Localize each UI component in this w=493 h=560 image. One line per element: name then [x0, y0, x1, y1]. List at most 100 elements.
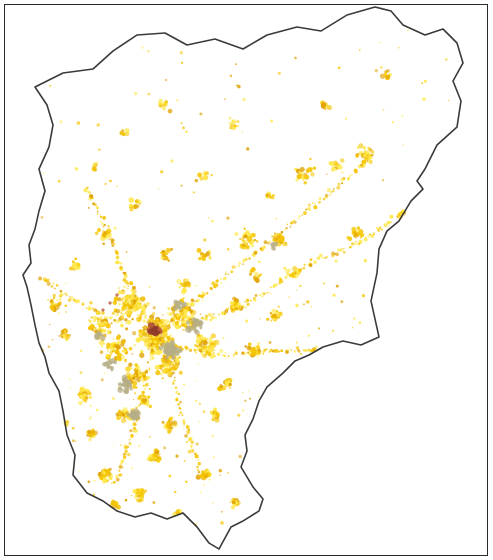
settlement-dot	[253, 238, 256, 242]
settlement-dot	[53, 287, 56, 290]
settlement-dot	[399, 211, 403, 215]
settlement-dot	[137, 494, 140, 498]
settlement-dot	[71, 426, 75, 430]
settlement-dot	[60, 329, 65, 334]
settlement-dot	[203, 238, 207, 242]
settlement-dot	[72, 439, 75, 443]
settlement-dot	[244, 239, 247, 242]
settlement-dot	[223, 276, 227, 281]
settlement-dot	[198, 320, 204, 326]
settlement-dot	[185, 320, 191, 325]
settlement-dot	[386, 221, 390, 224]
settlement-dot	[261, 294, 264, 298]
settlement-dot	[342, 178, 345, 181]
settlement-dot	[69, 296, 71, 298]
settlement-dot	[195, 324, 199, 328]
settlement-dot	[102, 225, 105, 228]
settlement-dot	[212, 354, 216, 358]
settlement-dot	[135, 337, 141, 343]
settlement-dot	[270, 119, 274, 123]
settlement-dot	[242, 409, 245, 412]
settlement-dot	[74, 167, 79, 171]
settlement-dot	[141, 46, 144, 49]
settlement-dot	[194, 178, 199, 183]
settlement-dot	[373, 232, 375, 234]
settlement-dot	[193, 300, 196, 303]
settlement-dot	[199, 176, 204, 181]
settlement-dot	[236, 503, 238, 506]
settlement-dot	[109, 237, 112, 240]
settlement-dot	[151, 344, 156, 349]
settlement-dot	[326, 173, 328, 175]
settlement-dot	[134, 306, 137, 310]
settlement-dot	[149, 351, 153, 355]
settlement-dot	[99, 323, 103, 327]
settlement-dot	[292, 219, 296, 222]
settlement-dot	[212, 313, 215, 316]
settlement-dot	[235, 350, 237, 352]
settlement-dot	[89, 404, 92, 407]
settlement-dot	[164, 331, 168, 335]
settlement-dot	[322, 198, 326, 201]
settlement-dot	[224, 351, 227, 354]
settlement-dot	[129, 207, 134, 212]
settlement-dot	[272, 349, 275, 353]
settlement-dot	[166, 253, 169, 255]
map-canvas[interactable]	[5, 5, 487, 555]
settlement-dot	[305, 208, 308, 211]
settlement-dot	[169, 345, 174, 350]
settlement-dot	[120, 459, 124, 464]
settlement-dot	[363, 258, 368, 263]
settlement-dot	[210, 287, 213, 291]
settlement-dot	[110, 241, 114, 245]
settlement-dot	[263, 348, 267, 352]
settlement-dot	[198, 348, 203, 353]
settlement-dot	[49, 84, 52, 87]
settlement-dot	[127, 313, 130, 315]
settlement-dot	[362, 163, 366, 167]
settlement-dot	[124, 453, 127, 456]
settlement-dot	[295, 346, 300, 350]
settlement-dot	[175, 386, 177, 389]
settlement-dot	[381, 179, 385, 182]
settlement-dot	[318, 201, 322, 204]
settlement-dot	[164, 256, 168, 259]
settlement-dot	[131, 317, 134, 321]
settlement-dot	[373, 233, 375, 236]
settlement-dot	[205, 350, 209, 354]
settlement-dot	[116, 340, 122, 346]
settlement-dot	[176, 390, 179, 393]
settlement-dot	[301, 214, 304, 216]
settlement-dot	[185, 346, 189, 350]
settlement-dot	[88, 417, 92, 420]
settlement-dot	[247, 390, 249, 392]
settlement-dot	[125, 372, 131, 377]
settlement-dot	[199, 313, 202, 316]
settlement-dot	[119, 413, 123, 417]
settlement-dot	[326, 104, 333, 111]
settlement-dot	[341, 182, 344, 185]
settlement-dot	[126, 303, 131, 308]
settlement-dot	[104, 182, 107, 186]
settlement-dot	[99, 315, 103, 319]
settlement-dot	[90, 316, 94, 319]
settlement-dot	[59, 120, 63, 124]
settlement-dot	[135, 406, 138, 410]
settlement-dot	[130, 388, 133, 391]
settlement-dot	[318, 196, 322, 201]
settlement-dot	[293, 350, 297, 353]
settlement-dot	[187, 449, 192, 454]
settlement-dot	[190, 440, 195, 444]
settlement-dot	[208, 478, 211, 481]
settlement-dot	[231, 265, 236, 269]
settlement-dot	[346, 235, 350, 240]
settlement-dot	[247, 342, 251, 346]
settlement-dot	[150, 348, 154, 352]
settlement-dot	[162, 363, 166, 366]
settlement-dot	[134, 363, 138, 367]
settlement-dot	[72, 260, 75, 263]
settlement-dot	[253, 351, 256, 354]
settlement-dot	[99, 332, 103, 337]
settlement-dot	[353, 231, 357, 234]
settlement-dot	[309, 258, 313, 261]
